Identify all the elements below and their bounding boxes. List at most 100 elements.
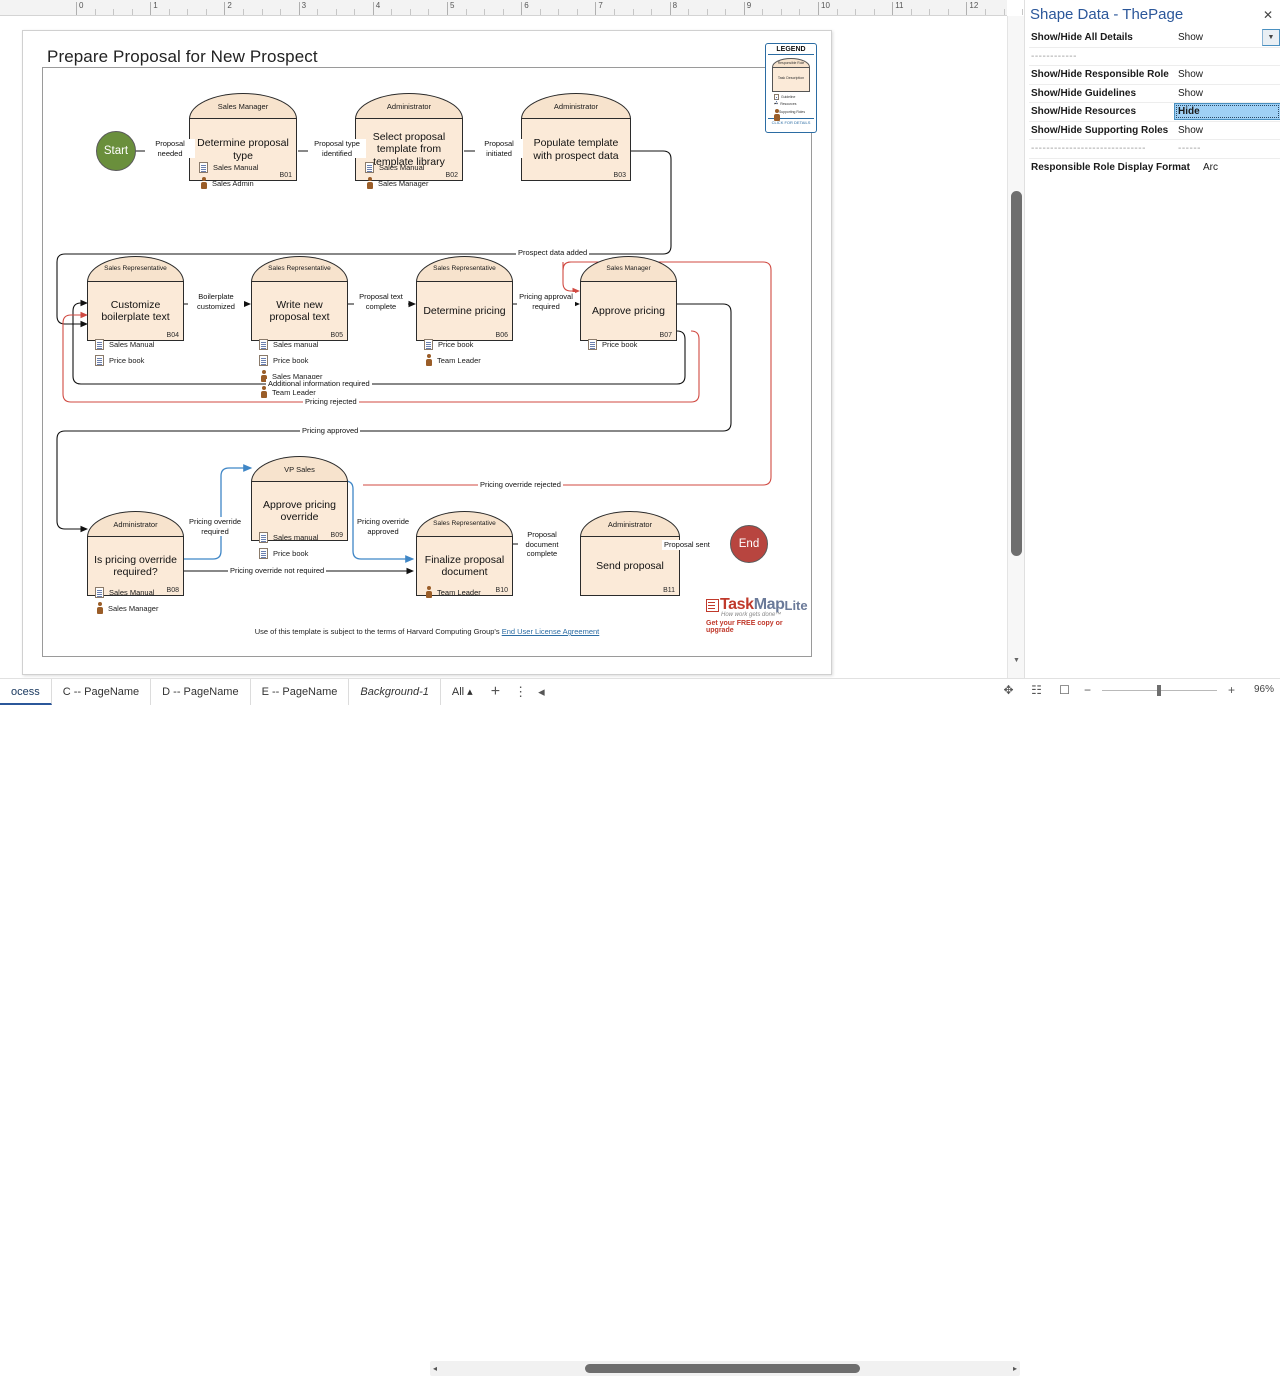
resource-item: Price book — [259, 352, 322, 368]
ruler-tick-minor — [539, 9, 541, 15]
connector-label: Proposal type identified — [308, 139, 366, 158]
property-name: Show/Hide Responsible Role — [1031, 69, 1169, 81]
task-id: B01 — [279, 172, 292, 179]
page-tab-c[interactable]: C -- PageName — [52, 679, 152, 705]
logo-map: Map — [753, 596, 785, 613]
ruler-tick-major — [521, 2, 523, 15]
horizontal-scrollbar[interactable]: ◂ ▸ — [430, 1361, 1020, 1376]
property-row-guidelines[interactable]: Show/Hide Guidelines Show — [1029, 85, 1280, 103]
page-tab-process[interactable]: ocess — [0, 679, 52, 705]
property-name: Show/Hide Resources — [1031, 106, 1137, 118]
eula-link[interactable]: End User License Agreement — [501, 627, 600, 636]
ruler-tick-minor — [688, 9, 690, 15]
pan-zoom-icon[interactable]: ✥ — [1003, 682, 1014, 697]
legend-label: Guideline — [781, 94, 796, 99]
property-value-dropdown[interactable]: Hide — [1174, 103, 1280, 121]
task-id: B06 — [495, 332, 508, 339]
person-icon — [426, 354, 432, 366]
task-body: Write new proposal text B05 — [251, 281, 348, 341]
zoom-out-button[interactable]: − — [1083, 682, 1091, 697]
ruler-tick-minor — [205, 9, 207, 15]
ruler-tick-minor — [947, 9, 949, 15]
property-value[interactable]: Show — [1178, 124, 1204, 136]
end-label: End — [738, 538, 760, 550]
property-row-display-format[interactable]: Responsible Role Display Format Arc — [1029, 159, 1280, 178]
ruler-tick-minor — [762, 9, 764, 15]
task-description: Send proposal — [596, 559, 664, 572]
ruler-tick-minor — [1022, 9, 1024, 15]
presentation-icon[interactable]: ☐ — [1059, 682, 1070, 697]
page-tabs[interactable]: ocess C -- PageName D -- PageName E -- P… — [0, 679, 549, 705]
property-value[interactable]: Show — [1178, 32, 1204, 44]
property-value[interactable]: Show — [1178, 69, 1204, 81]
resource-label: Team Leader — [272, 387, 316, 397]
start-node[interactable]: Start — [96, 131, 136, 171]
connector-label: Prospect data added — [516, 248, 590, 258]
property-value[interactable]: Arc — [1203, 162, 1218, 174]
ruler-tick-major — [76, 2, 77, 15]
person-icon — [261, 370, 267, 382]
zoom-in-button[interactable]: + — [1227, 682, 1235, 697]
diagram-canvas[interactable]: Prepare Proposal for New Prospect — [0, 16, 1007, 678]
ruler-tick-minor — [576, 9, 578, 15]
task-description: Finalize proposal document — [424, 553, 505, 579]
resource-item: Price book — [424, 336, 481, 352]
close-icon[interactable]: ✕ — [1262, 8, 1273, 22]
property-value[interactable]: Show — [1178, 87, 1204, 99]
ruler-label: 2 — [227, 1, 232, 10]
page-tab-d[interactable]: D -- PageName — [151, 679, 251, 705]
ruler-tick-major — [818, 2, 819, 15]
task-description: Customize boilerplate text — [101, 298, 170, 324]
task-description: Is pricing override required? — [94, 553, 177, 579]
resource-item: Price book — [588, 336, 637, 352]
hscroll-right-icon[interactable]: ▸ — [1012, 1364, 1017, 1373]
task-body: Populate template with prospect data B03 — [521, 118, 631, 181]
task-description: Determine proposal type — [197, 137, 289, 162]
ruler-tick-minor — [242, 9, 244, 15]
vertical-scrollbar[interactable]: ▼ — [1007, 16, 1024, 678]
property-row-responsible-role[interactable]: Show/Hide Responsible Role Show — [1029, 66, 1280, 85]
ruler-tick-major — [150, 2, 152, 15]
page-tab-e[interactable]: E -- PageName — [251, 679, 350, 705]
property-row-resources[interactable]: Show/Hide Resources Hide ▼ — [1029, 29, 1280, 122]
resources-B07: Price book — [588, 336, 637, 352]
task-body: Customize boilerplate text B04 — [87, 281, 184, 341]
property-row-all-details[interactable]: Show/Hide All Details Show — [1029, 29, 1280, 48]
ruler-tick-major — [447, 2, 448, 15]
vertical-scrollbar-thumb[interactable] — [1011, 191, 1022, 556]
hscroll-left-icon[interactable]: ◂ — [433, 1364, 438, 1373]
logo-tagline: How work gets done™ — [721, 612, 782, 618]
page-tab-all[interactable]: All ▴ — [451, 686, 473, 698]
add-page-button[interactable]: + — [490, 683, 501, 700]
end-node[interactable]: End — [730, 525, 768, 563]
drawing-page[interactable]: Prepare Proposal for New Prospect — [22, 30, 832, 675]
resource-item: Sales Manager — [95, 600, 158, 616]
ruler-tick-minor — [651, 9, 653, 15]
scroll-left-icon[interactable]: ◂ — [538, 684, 545, 699]
property-row-supporting-roles[interactable]: Show/Hide Supporting Roles Show — [1029, 122, 1280, 140]
connector-label: Proposal text complete — [354, 292, 408, 311]
scroll-down-icon[interactable]: ▼ — [1013, 656, 1020, 664]
legend-box[interactable]: LEGEND Responsible Role Task Description… — [765, 43, 817, 133]
ruler-tick-minor — [984, 9, 986, 15]
ruler-tick-minor — [725, 9, 727, 15]
zoom-slider-knob[interactable] — [1156, 684, 1161, 696]
zoom-percent-label[interactable]: 96% — [1253, 684, 1274, 695]
zoom-slider[interactable] — [1101, 683, 1217, 697]
ruler-tick-minor — [484, 9, 486, 15]
page-width-icon[interactable]: ☷ — [1031, 682, 1042, 697]
page-tab-background[interactable]: Background-1 — [349, 679, 441, 705]
resource-item: Sales Manager — [365, 175, 428, 191]
legend-footer-link[interactable]: CLICK FOR DETAILS — [768, 117, 814, 125]
resources-B09: Sales manual Price book — [259, 529, 318, 561]
ruler-tick-major — [669, 2, 671, 15]
logo-subtitle[interactable]: Get your FREE copy or upgrade — [706, 620, 783, 634]
horizontal-scrollbar-thumb[interactable] — [585, 1364, 860, 1373]
resource-label: Price book — [438, 339, 474, 349]
ruler-label: 6 — [524, 1, 529, 10]
eula-notice: Use of this template is subject to the t… — [42, 627, 812, 636]
more-pages-icon[interactable]: ⋮ — [514, 684, 528, 699]
chevron-down-icon[interactable]: ▼ — [1262, 29, 1280, 46]
document-icon — [95, 338, 104, 350]
